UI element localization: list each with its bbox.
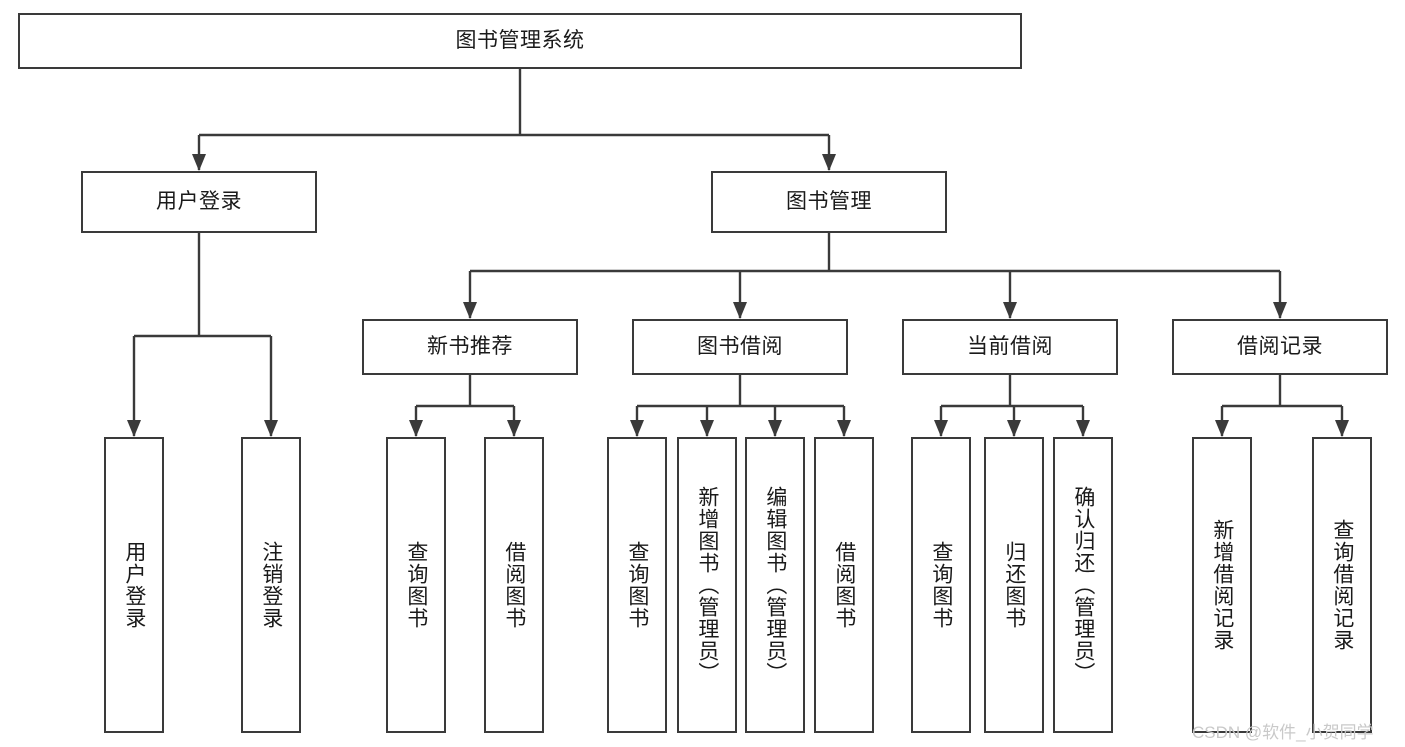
arrow-head-borrow-record [1273, 302, 1287, 319]
node-root[interactable]: 图书管理系统 [18, 13, 1022, 69]
arrow-head-leaf-confirm-return [1076, 420, 1090, 437]
node-label-leaf-query-record: 查询借阅记录 [1330, 519, 1354, 651]
node-current-borrow[interactable]: 当前借阅 [902, 319, 1118, 375]
node-leaf-query-book-3[interactable]: 查询图书 [911, 437, 971, 733]
arrow-head-current-borrow [1003, 302, 1017, 319]
node-label-leaf-borrow-book-2: 借阅图书 [832, 541, 856, 629]
node-book-manage[interactable]: 图书管理 [711, 171, 947, 233]
arrow-head-leaf-borrow-book-1 [507, 420, 521, 437]
node-leaf-borrow-book-1[interactable]: 借阅图书 [484, 437, 544, 733]
node-leaf-user-login[interactable]: 用户登录 [104, 437, 164, 733]
node-label-leaf-confirm-return: 确认归还（管理员） [1071, 486, 1095, 684]
node-label-leaf-query-book-1: 查询图书 [404, 541, 428, 629]
arrow-head-leaf-query-book-1 [409, 420, 423, 437]
arrow-head-leaf-user-login [127, 420, 141, 437]
node-leaf-edit-book[interactable]: 编辑图书（管理员） [745, 437, 805, 733]
arrow-head-user-login [192, 154, 206, 171]
arrow-head-leaf-query-book-3 [934, 420, 948, 437]
arrow-head-leaf-add-record [1215, 420, 1229, 437]
node-label-book-borrow: 图书借阅 [697, 334, 783, 358]
node-label-user-login: 用户登录 [156, 189, 242, 213]
node-label-leaf-user-login: 用户登录 [122, 541, 146, 629]
node-leaf-confirm-return[interactable]: 确认归还（管理员） [1053, 437, 1113, 733]
node-leaf-query-book-1[interactable]: 查询图书 [386, 437, 446, 733]
arrow-head-book-manage [822, 154, 836, 171]
node-leaf-borrow-book-2[interactable]: 借阅图书 [814, 437, 874, 733]
node-label-leaf-add-record: 新增借阅记录 [1210, 519, 1234, 651]
arrow-head-new-book-rec [463, 302, 477, 319]
arrow-head-leaf-query-record [1335, 420, 1349, 437]
arrow-head-book-borrow [733, 302, 747, 319]
node-label-leaf-add-book: 新增图书（管理员） [695, 486, 719, 684]
node-label-leaf-borrow-book-1: 借阅图书 [502, 541, 526, 629]
arrow-head-leaf-return-book [1007, 420, 1021, 437]
node-user-login[interactable]: 用户登录 [81, 171, 317, 233]
node-label-leaf-return-book: 归还图书 [1002, 541, 1026, 629]
node-label-leaf-query-book-2: 查询图书 [625, 541, 649, 629]
node-leaf-query-record[interactable]: 查询借阅记录 [1312, 437, 1372, 733]
node-label-root: 图书管理系统 [455, 28, 585, 52]
node-leaf-return-book[interactable]: 归还图书 [984, 437, 1044, 733]
arrow-head-leaf-edit-book [768, 420, 782, 437]
node-label-leaf-user-logout: 注销登录 [259, 541, 283, 629]
node-borrow-record[interactable]: 借阅记录 [1172, 319, 1388, 375]
node-label-new-book-rec: 新书推荐 [427, 334, 513, 358]
node-label-book-manage: 图书管理 [786, 189, 872, 213]
arrow-head-leaf-user-logout [264, 420, 278, 437]
node-label-leaf-query-book-3: 查询图书 [929, 541, 953, 629]
arrow-head-leaf-add-book [700, 420, 714, 437]
node-leaf-add-book[interactable]: 新增图书（管理员） [677, 437, 737, 733]
node-label-current-borrow: 当前借阅 [967, 334, 1053, 358]
node-leaf-add-record[interactable]: 新增借阅记录 [1192, 437, 1252, 733]
arrow-head-leaf-borrow-book-2 [837, 420, 851, 437]
csdn-watermark: CSDN @软件_小贺同学 [1192, 723, 1374, 742]
node-new-book-rec[interactable]: 新书推荐 [362, 319, 578, 375]
node-label-borrow-record: 借阅记录 [1237, 334, 1323, 358]
node-leaf-query-book-2[interactable]: 查询图书 [607, 437, 667, 733]
node-label-leaf-edit-book: 编辑图书（管理员） [763, 486, 787, 684]
node-book-borrow[interactable]: 图书借阅 [632, 319, 848, 375]
arrow-head-leaf-query-book-2 [630, 420, 644, 437]
node-leaf-user-logout[interactable]: 注销登录 [241, 437, 301, 733]
